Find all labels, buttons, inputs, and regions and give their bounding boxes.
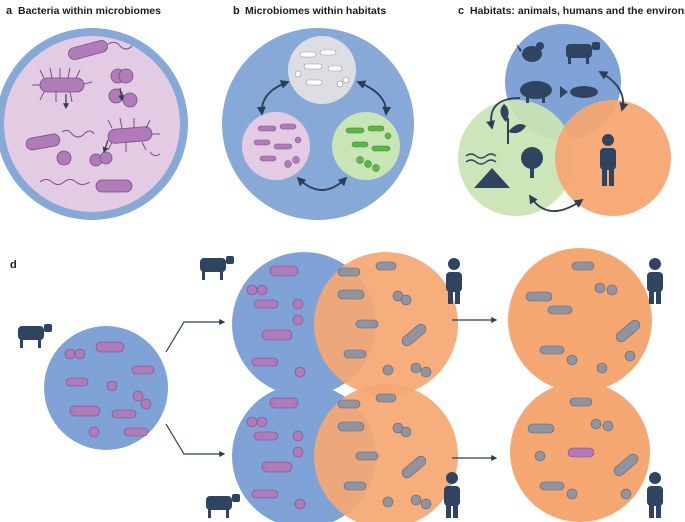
person-icon bbox=[647, 472, 663, 518]
grey-microbiome bbox=[288, 36, 356, 104]
plant-icon bbox=[500, 104, 526, 144]
cow-icon bbox=[566, 42, 600, 64]
exchange-arrow bbox=[256, 80, 290, 116]
cow-icon bbox=[18, 324, 52, 348]
person-icon bbox=[446, 258, 462, 304]
panel-a: a Bacteria within microbiomes bbox=[0, 5, 188, 220]
panel-b-title: Microbiomes within habitats bbox=[245, 5, 386, 17]
cow-icon bbox=[206, 494, 240, 518]
exchange-arrow bbox=[296, 176, 348, 191]
exchange-arrow bbox=[356, 80, 392, 116]
flow-arrow bbox=[165, 423, 226, 457]
pig-icon bbox=[520, 81, 552, 103]
transfer-arrow bbox=[102, 139, 109, 154]
panel-a-title: Bacteria within microbiomes bbox=[18, 5, 161, 17]
water-waves-icon bbox=[465, 153, 497, 165]
chicken-icon bbox=[516, 42, 544, 62]
flow-arrow bbox=[165, 319, 226, 353]
mountain-icon bbox=[474, 168, 510, 188]
source-animal-microbiome bbox=[44, 326, 168, 450]
human-microbiome-top bbox=[314, 252, 458, 396]
exchange-arrow bbox=[486, 97, 521, 130]
panel-b: b Microbiomes within habitats bbox=[222, 5, 414, 220]
exchange-arrow bbox=[529, 194, 584, 212]
panel-d: d bbox=[10, 248, 663, 522]
flagellated-bacterium bbox=[39, 77, 85, 93]
cow-icon bbox=[200, 256, 234, 280]
person-icon bbox=[647, 258, 663, 304]
panel-a-bacteria bbox=[25, 39, 161, 193]
panel-c-title: Habitats: animals, humans and the enviro… bbox=[470, 5, 685, 17]
person-icon bbox=[600, 134, 616, 186]
exchange-arrow bbox=[598, 71, 629, 112]
panel-d-letter: d bbox=[10, 259, 17, 271]
panel-a-microbiome bbox=[4, 36, 180, 212]
tree-icon bbox=[521, 147, 543, 178]
panel-c: c Habitats: animals, humans and the envi… bbox=[458, 5, 685, 216]
panel-b-letter: b bbox=[233, 5, 240, 17]
fish-icon bbox=[560, 86, 598, 98]
person-icon bbox=[444, 472, 460, 518]
transferred-bacterium bbox=[567, 447, 595, 458]
transfer-arrow bbox=[118, 87, 125, 102]
panel-a-letter: a bbox=[6, 5, 13, 17]
human-microbiome-result-top bbox=[508, 248, 652, 392]
panel-c-letter: c bbox=[458, 5, 464, 17]
